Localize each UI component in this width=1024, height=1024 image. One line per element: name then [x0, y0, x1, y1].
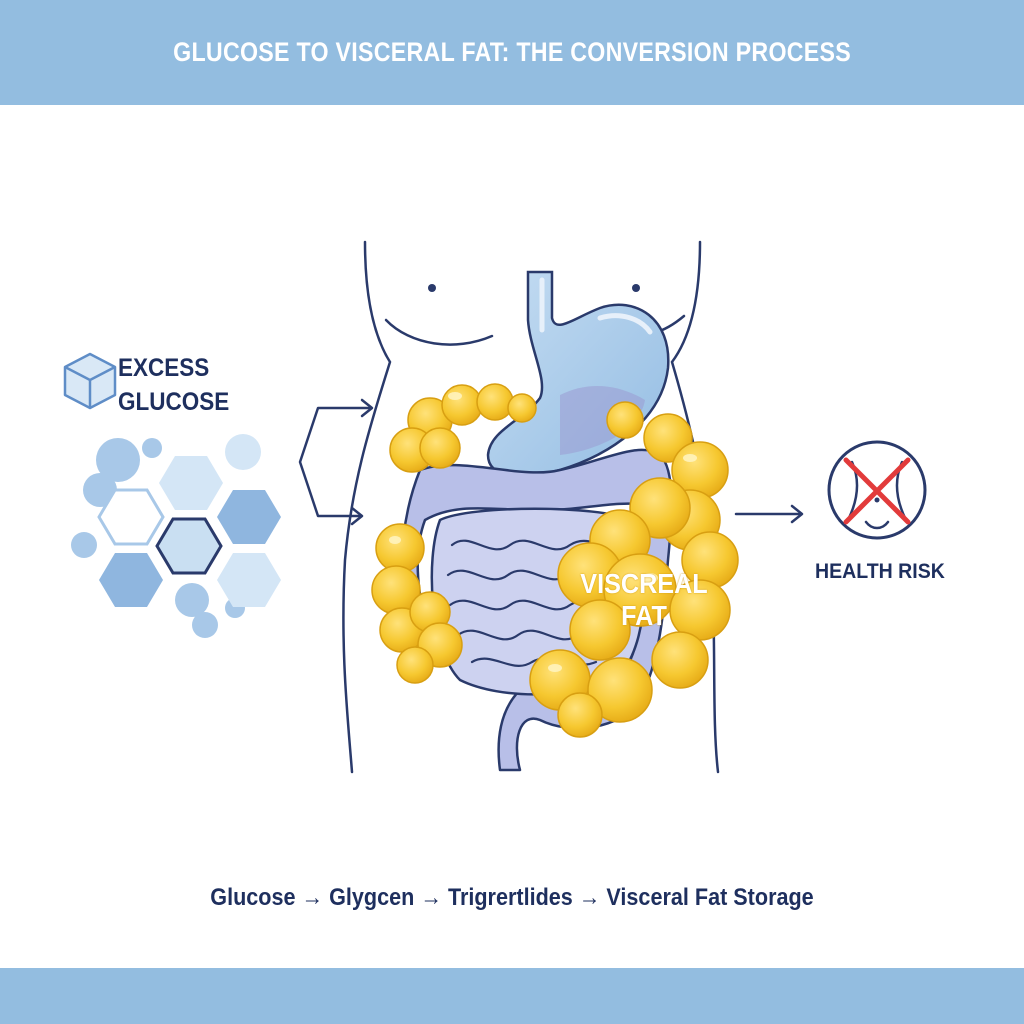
- output-arrow: [734, 504, 804, 524]
- cube-icon: [63, 352, 117, 410]
- visceral-fat-label: VISCREAL FAT: [565, 568, 723, 632]
- excess-glucose-line2: GLUCOSE: [118, 388, 230, 416]
- torso-dot: [632, 284, 640, 292]
- crossed-waist-icon: [827, 440, 927, 540]
- visceral-fat-line1: VISCREAL: [580, 568, 708, 599]
- footer-band: [0, 968, 1024, 1024]
- glucose-hexagon: [159, 456, 223, 510]
- glucose-hexagon: [99, 553, 163, 607]
- page-title: GLUCOSE TO VISCERAL FAT: THE CONVERSION …: [173, 37, 851, 67]
- input-arrow: [298, 398, 374, 526]
- excess-glucose-label: EXCESS GLUCOSE: [118, 356, 229, 424]
- title-banner: GLUCOSE TO VISCERAL FAT: THE CONVERSION …: [0, 0, 1024, 105]
- glucose-hexagon: [155, 517, 223, 575]
- glucose-molecule-cluster: [71, 434, 281, 638]
- fat-highlights: [389, 392, 697, 672]
- stomach: [486, 270, 670, 477]
- conversion-pathway: Glucose → Glygcen → Trigrertlides → Visc…: [210, 884, 814, 911]
- glucose-hexagon: [97, 488, 165, 546]
- torso-dot: [428, 284, 436, 292]
- glucose-hexagon: [217, 553, 281, 607]
- excess-glucose-line1: EXCESS: [118, 354, 210, 382]
- health-risk-label: HEALTH RISK: [815, 560, 945, 583]
- glucose-hexagon: [217, 490, 281, 544]
- visceral-fat-line2: FAT: [621, 600, 667, 632]
